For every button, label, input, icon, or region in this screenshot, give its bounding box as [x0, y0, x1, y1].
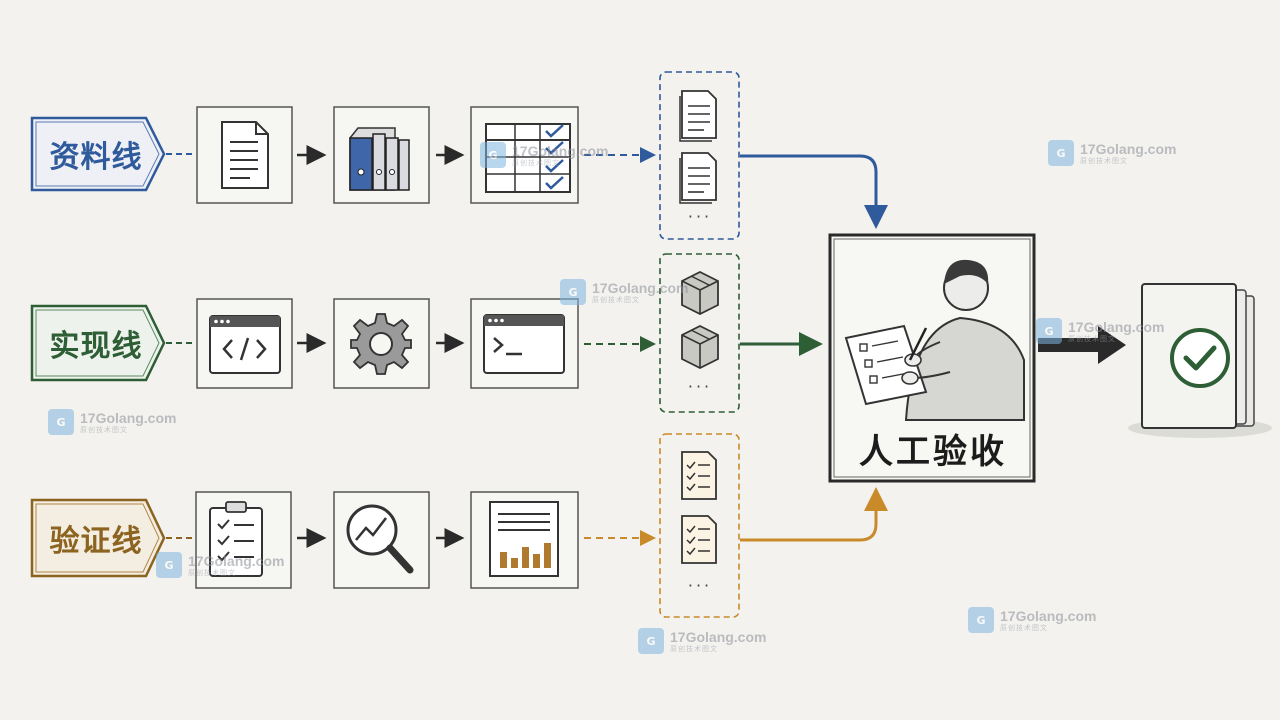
step-box-docs-1	[196, 106, 293, 204]
code-window-icon	[209, 315, 281, 374]
document-icon	[679, 152, 717, 204]
document-icon	[221, 121, 269, 189]
step-box-verify-3	[470, 491, 579, 589]
lane-label-docs: 资料线	[49, 140, 143, 175]
package-icon	[681, 324, 719, 370]
checklist-table-icon	[485, 123, 571, 193]
step-box-verify-2	[333, 491, 430, 589]
magnifier-trend-icon	[346, 504, 414, 574]
step-box-verify-1	[195, 491, 292, 589]
checklist-doc-icon	[681, 451, 717, 500]
approved-document-stack-icon	[1128, 283, 1272, 438]
lane-tag-impl	[30, 304, 166, 382]
step-box-impl-3	[470, 298, 579, 389]
step-box-impl-1	[196, 298, 293, 389]
clipboard-checklist-icon	[209, 501, 263, 577]
review-label: 人工验收	[859, 431, 1007, 472]
connector-docs-to-review	[740, 154, 888, 229]
bundle-docs-more: ···	[687, 207, 713, 226]
lane-tag-verify	[30, 498, 166, 578]
step-box-docs-2	[333, 106, 430, 204]
lane-label-verify: 验证线	[49, 524, 143, 559]
gear-icon	[350, 313, 412, 375]
bundle-impl	[659, 253, 740, 413]
bundle-impl-more: ···	[687, 377, 713, 396]
review-box	[828, 233, 1036, 483]
step-box-impl-2	[333, 298, 430, 389]
checklist-doc-icon	[681, 515, 717, 564]
package-icon	[681, 270, 719, 316]
document-icon	[679, 90, 717, 142]
connector-verify-to-review	[740, 487, 888, 542]
terminal-icon	[483, 314, 565, 374]
step-box-docs-3	[470, 106, 579, 204]
report-chart-icon	[489, 501, 559, 577]
bundle-verify	[659, 433, 740, 618]
bundle-verify-more: ···	[687, 576, 713, 595]
binders-icon	[349, 127, 410, 191]
person-reviewing-checklist-icon	[844, 259, 1025, 421]
lane-tag-docs	[30, 116, 166, 192]
lane-label-impl: 实现线	[49, 329, 143, 364]
big-arrow-to-result	[1038, 326, 1126, 364]
bundle-docs	[659, 71, 740, 240]
